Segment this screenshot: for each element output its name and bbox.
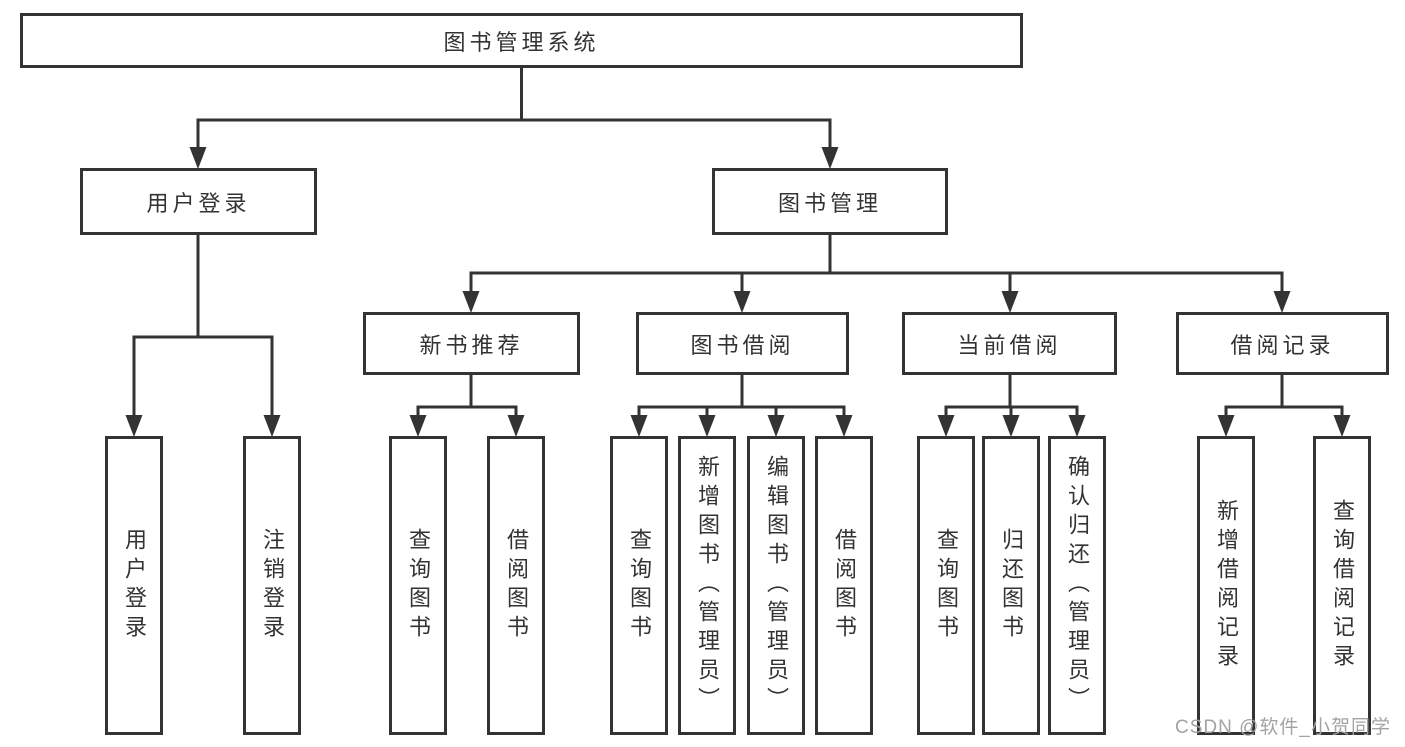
csdn-watermark: CSDN @软件_小贺同学 — [1175, 717, 1391, 738]
connector-root-to-level2 — [189, 68, 839, 169]
node-user-login: 用户登录 — [80, 168, 317, 235]
node-label: 新增借阅记录 — [1214, 498, 1239, 673]
connector-user-login-to-leaves — [125, 235, 281, 437]
leaf-records-add-borrow-record: 新增借阅记录 — [1197, 436, 1255, 735]
node-label: 查询图书 — [406, 527, 431, 644]
leaf-borrowing-query-books: 查询图书 — [610, 436, 668, 735]
node-new-book-recommend: 新书推荐 — [363, 312, 580, 375]
node-label: 用户登录 — [146, 190, 251, 216]
connector-borrow-records-to-leaves — [1217, 375, 1351, 437]
node-label: 图书管理 — [777, 190, 882, 216]
leaf-recommend-borrow-books: 借阅图书 — [487, 436, 545, 735]
node-book-management: 图书管理 — [712, 168, 948, 235]
node-label: 用户登录 — [122, 527, 147, 644]
leaf-borrowing-add-books-admin: 新增图书（管理员） — [678, 436, 736, 735]
node-label: 确认归还（管理员） — [1065, 455, 1090, 716]
node-label: 图书借阅 — [690, 332, 795, 358]
leaf-borrowing-edit-books-admin: 编辑图书（管理员） — [747, 436, 805, 735]
node-label: 编辑图书（管理员） — [764, 455, 789, 716]
leaf-logout-login: 注销登录 — [243, 436, 301, 735]
connector-book-borrowing-to-leaves — [630, 375, 853, 437]
connector-current-borrowing-to-leaves — [937, 375, 1086, 437]
leaf-current-query-books: 查询图书 — [917, 436, 975, 735]
node-label: 查询借阅记录 — [1330, 498, 1355, 673]
leaf-borrowing-borrow-books: 借阅图书 — [815, 436, 873, 735]
connector-book-management-to-level3 — [462, 235, 1291, 313]
node-label: 新书推荐 — [419, 332, 524, 358]
node-label: 当前借阅 — [957, 332, 1062, 358]
node-label: 新增图书（管理员） — [695, 455, 720, 716]
node-label: 查询图书 — [934, 527, 959, 644]
node-library-management-system: 图书管理系统 — [20, 13, 1023, 68]
node-label: 注销登录 — [260, 527, 285, 644]
node-borrow-records: 借阅记录 — [1176, 312, 1389, 375]
connector-new-book-recommend-to-leaves — [409, 375, 525, 437]
leaf-user-login: 用户登录 — [105, 436, 163, 735]
node-label: 查询图书 — [627, 527, 652, 644]
node-label: 借阅记录 — [1230, 332, 1335, 358]
node-current-borrowing: 当前借阅 — [902, 312, 1117, 375]
node-book-borrowing: 图书借阅 — [636, 312, 849, 375]
leaf-current-confirm-return-admin: 确认归还（管理员） — [1048, 436, 1106, 735]
leaf-records-query-borrow-record: 查询借阅记录 — [1313, 436, 1371, 735]
leaf-recommend-query-books: 查询图书 — [389, 436, 447, 735]
node-label: 借阅图书 — [504, 527, 529, 644]
node-label: 归还图书 — [999, 527, 1024, 644]
node-label: 借阅图书 — [832, 527, 857, 644]
leaf-current-return-books: 归还图书 — [982, 436, 1040, 735]
node-label: 图书管理系统 — [443, 29, 600, 55]
